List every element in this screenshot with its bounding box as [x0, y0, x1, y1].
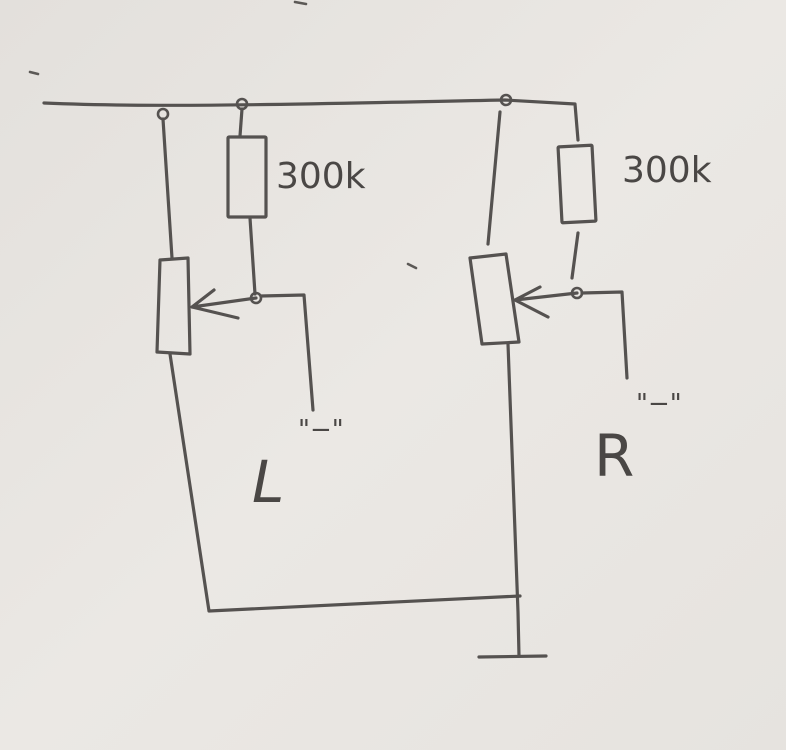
stray-mark	[406, 262, 418, 270]
left-resistor-value-label: 300k	[276, 156, 366, 197]
left-resistor-lead-top	[238, 107, 244, 138]
right-resistor-value-label: 300k	[622, 150, 712, 191]
right-output-wire	[580, 290, 629, 380]
left-output-sign: "−"	[298, 415, 344, 445]
right-pot-supply-wire	[486, 110, 502, 246]
right-output-sign: "−"	[636, 389, 682, 419]
junction-dot-right-pot	[499, 93, 513, 107]
left-pot-ground-wire	[168, 352, 522, 613]
right-pot-ground-wire	[506, 342, 521, 658]
right-potentiometer-body	[468, 252, 521, 346]
right-output-label: R	[594, 422, 634, 490]
right-resistor-lead-bottom	[570, 231, 580, 280]
left-resistor-lead-bottom	[248, 216, 257, 296]
stray-mark	[28, 70, 40, 76]
right-resistor-body	[556, 143, 598, 225]
left-output-label: L	[252, 448, 284, 516]
left-output-wire	[259, 293, 315, 412]
left-potentiometer-body	[155, 256, 192, 356]
left-pot-supply-wire	[161, 117, 174, 260]
ground-symbol	[477, 654, 548, 659]
right-wiper-arrow	[513, 285, 579, 319]
left-resistor-body	[226, 135, 268, 219]
stray-mark	[293, 0, 308, 6]
left-wiper-arrow	[190, 288, 258, 320]
supply-rail	[42, 98, 580, 142]
